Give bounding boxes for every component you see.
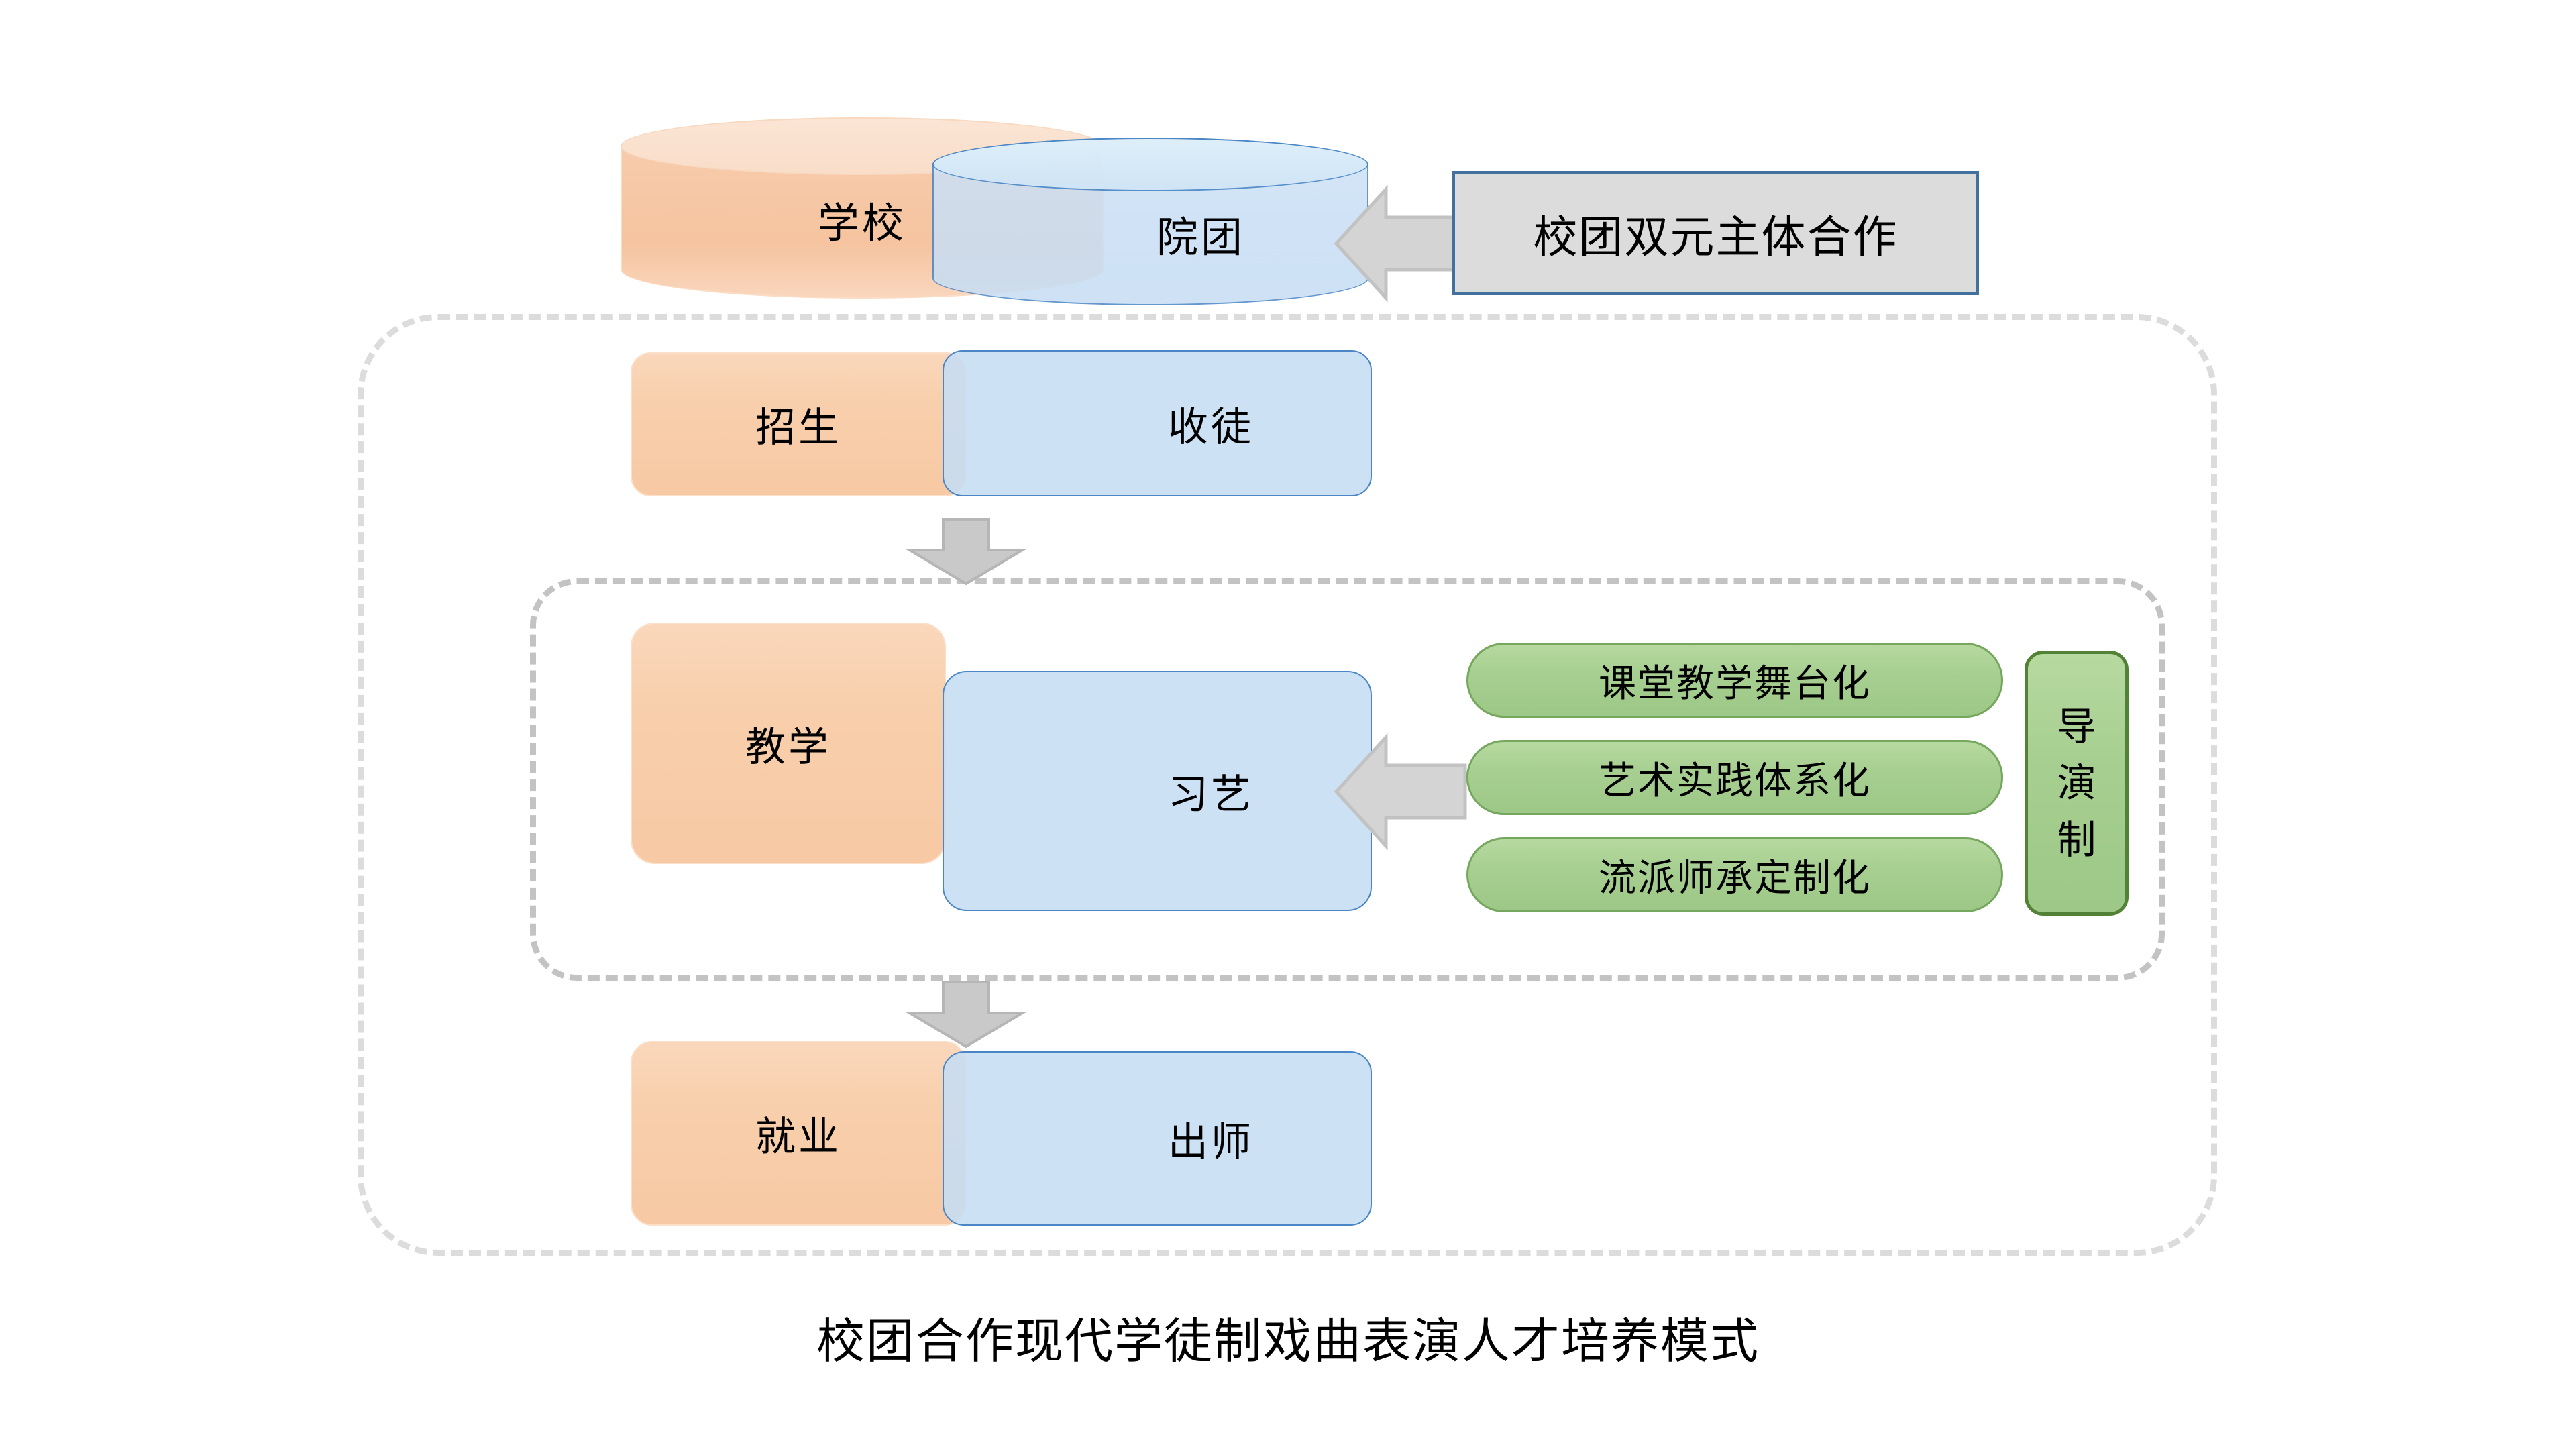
feature-pill-3-label: 流派师承定制化 bbox=[1599, 856, 1871, 900]
stage-troupe-box-employ[interactable]: 出师 bbox=[943, 1051, 1372, 1226]
flow-down-arrow-icon-1 bbox=[906, 518, 1026, 586]
troupe-cylinder[interactable]: 院团 bbox=[932, 138, 1368, 305]
stage-school-box-employ[interactable]: 就业 bbox=[631, 1041, 966, 1226]
director-system-char-3: 制 bbox=[2057, 816, 2096, 863]
flow-down-arrow-icon-2 bbox=[906, 981, 1026, 1049]
stage-school-box-recruit[interactable]: 招生 bbox=[631, 352, 966, 496]
director-system-box[interactable]: 导 演 制 bbox=[2025, 651, 2129, 916]
troupe-cylinder-label: 院团 bbox=[1156, 213, 1245, 262]
stage-school-box-teach[interactable]: 教学 bbox=[631, 623, 946, 864]
stage-troupe-label-employ: 出师 bbox=[1168, 1118, 1254, 1166]
cooperation-callout-box[interactable]: 校团双元主体合作 bbox=[1452, 171, 1979, 295]
feature-pill-2[interactable]: 艺术实践体系化 bbox=[1466, 740, 2003, 815]
director-system-char-1: 导 bbox=[2057, 704, 2096, 750]
troupe-cylinder-top-ellipse bbox=[932, 138, 1368, 191]
feature-pill-1[interactable]: 课堂教学舞台化 bbox=[1466, 643, 2003, 718]
stage-school-label-teach: 教学 bbox=[745, 723, 831, 771]
cooperation-callout-label: 校团双元主体合作 bbox=[1533, 211, 1898, 263]
stage-school-label-recruit: 招生 bbox=[755, 405, 841, 451]
feature-pill-2-label: 艺术实践体系化 bbox=[1599, 759, 1871, 803]
director-system-char-2: 演 bbox=[2057, 760, 2096, 806]
cooperation-left-arrow-icon bbox=[1334, 184, 1467, 303]
diagram-caption: 校团合作现代学徒制戏曲表演人才培养模式 bbox=[816, 1313, 1760, 1369]
feature-pill-1-label: 课堂教学舞台化 bbox=[1599, 661, 1871, 706]
stage-troupe-box-recruit[interactable]: 收徒 bbox=[943, 350, 1372, 496]
stage-troupe-box-teach[interactable]: 习艺 bbox=[943, 671, 1372, 911]
apprenticeship-process-frame bbox=[358, 314, 2217, 1256]
stage-troupe-label-teach: 习艺 bbox=[1168, 771, 1254, 818]
stage-school-label-employ: 就业 bbox=[755, 1114, 841, 1161]
feature-pill-3[interactable]: 流派师承定制化 bbox=[1466, 837, 2003, 912]
stage-troupe-label-recruit: 收徒 bbox=[1168, 403, 1254, 451]
school-cylinder-label: 学校 bbox=[817, 199, 906, 248]
teaching-features-left-arrow-icon bbox=[1334, 733, 1467, 851]
teaching-stage-frame bbox=[530, 578, 2165, 981]
